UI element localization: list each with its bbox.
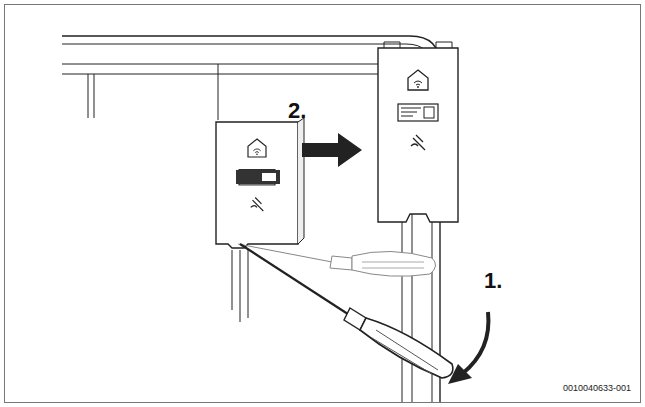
figure-code: 0010040633-001 bbox=[563, 384, 631, 393]
step-number: 1. bbox=[484, 270, 502, 292]
step-number: 2. bbox=[288, 100, 306, 122]
